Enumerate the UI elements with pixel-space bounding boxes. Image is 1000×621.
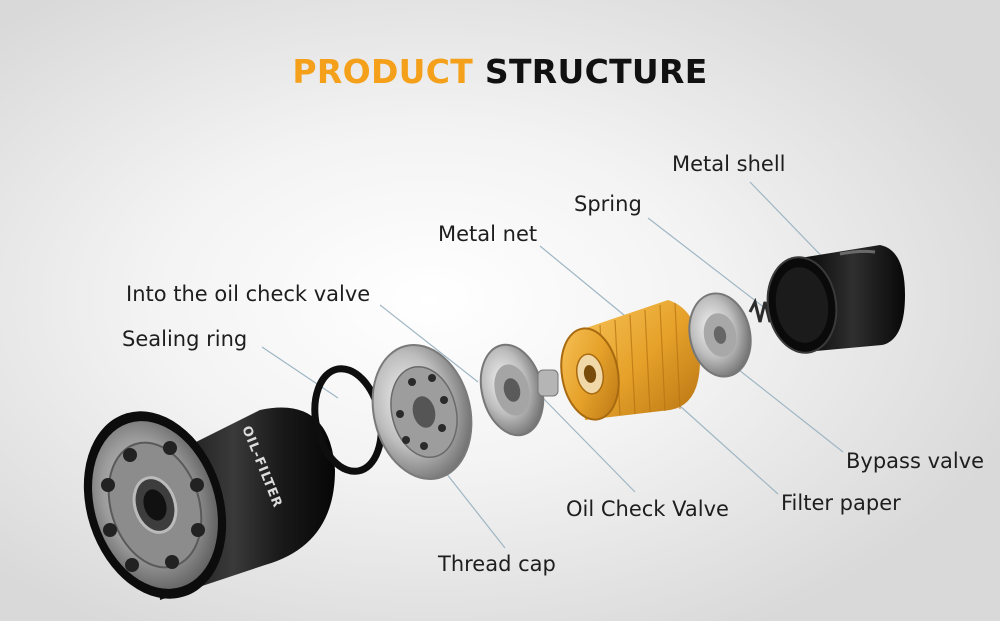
label-thread-cap: Thread cap bbox=[438, 552, 556, 576]
leader-oil-check-valve bbox=[539, 394, 636, 493]
leader-into-oil-check-valve bbox=[379, 304, 479, 383]
leader-metal-net bbox=[539, 245, 631, 321]
label-metal-shell: Metal shell bbox=[672, 152, 786, 176]
page-title: PRODUCT STRUCTURE bbox=[0, 52, 1000, 91]
filter-element-part bbox=[560, 300, 700, 421]
label-oil-check-valve: Oil Check Valve bbox=[566, 497, 729, 521]
metal-shell-part bbox=[766, 245, 905, 354]
label-sealing-ring: Sealing ring bbox=[122, 327, 248, 351]
label-bypass-valve: Bypass valve bbox=[846, 449, 985, 473]
leader-lines bbox=[261, 181, 844, 549]
title-accent: PRODUCT bbox=[292, 52, 474, 91]
bypass-valve-part bbox=[688, 292, 752, 378]
leader-bypass-valve bbox=[719, 354, 844, 453]
label-spring: Spring bbox=[574, 192, 642, 216]
thread-cap-part bbox=[371, 344, 473, 480]
label-filter-paper: Filter paper bbox=[781, 491, 901, 515]
oil-check-valve-part bbox=[479, 343, 559, 437]
filter-canister: OIL-FILTER bbox=[83, 407, 335, 600]
leader-sealing-ring bbox=[261, 346, 339, 399]
leader-spring bbox=[647, 217, 771, 313]
label-metal-net: Metal net bbox=[438, 222, 538, 246]
label-into-oil-check-valve: Into the oil check valve bbox=[126, 282, 371, 306]
title-main: STRUCTURE bbox=[484, 52, 708, 91]
